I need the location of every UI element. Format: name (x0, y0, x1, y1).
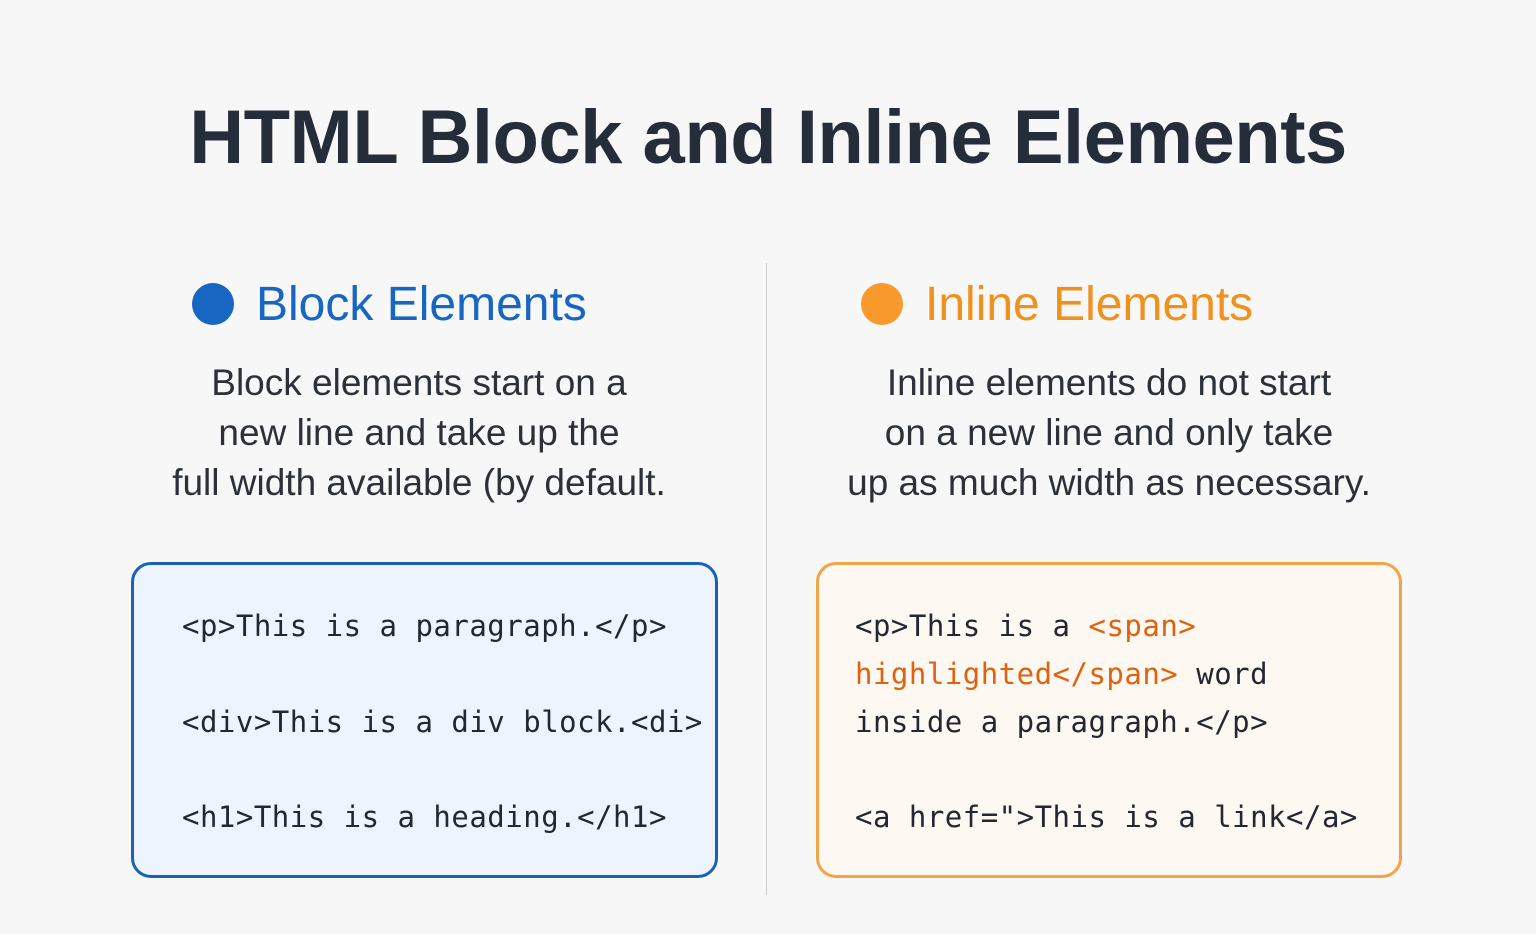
code-line: <p>This is a paragraph.</p> (182, 609, 667, 643)
inline-heading-label: Inline Elements (925, 277, 1254, 331)
block-elements-heading: Block Elements (192, 276, 587, 332)
page-title: HTML Block and Inline Elements (189, 95, 1347, 180)
inline-description-line: on a new line and only take (884, 412, 1334, 453)
code-line: inside a paragraph.</p> (855, 705, 1269, 739)
code-text: word (1178, 657, 1269, 691)
code-line: <div>This is a div block.<di> (182, 705, 703, 739)
block-description-line: Block elements start on a (211, 362, 627, 403)
column-divider (766, 263, 767, 895)
code-line: highlighted</span> word (855, 657, 1268, 691)
block-code-example: <p>This is a paragraph.</p> <div>This is… (131, 562, 718, 878)
orange-dot-icon (861, 283, 903, 325)
code-line: <p>This is a <span> (855, 609, 1196, 643)
code-text: <p>This is a (855, 609, 1089, 643)
inline-description: Inline elements do not start on a new li… (818, 358, 1400, 508)
code-line: <h1>This is a heading.</h1> (182, 800, 667, 834)
code-highlight: <span> (1088, 609, 1197, 643)
block-description-line: new line and take up the (218, 412, 620, 453)
blue-dot-icon (192, 283, 234, 325)
inline-code-example: <p>This is a <span> highlighted</span> w… (816, 562, 1402, 878)
block-description: Block elements start on a new line and t… (130, 358, 708, 508)
block-description-line: full width available (by default. (172, 462, 666, 503)
inline-elements-heading: Inline Elements (861, 276, 1253, 332)
inline-description-line: up as much width as necessary. (847, 462, 1371, 503)
code-highlight: highlighted</span> (855, 657, 1179, 691)
code-line: <a href=">This is a link</a> (855, 800, 1358, 834)
block-heading-label: Block Elements (256, 277, 587, 331)
inline-description-line: Inline elements do not start (886, 362, 1332, 403)
